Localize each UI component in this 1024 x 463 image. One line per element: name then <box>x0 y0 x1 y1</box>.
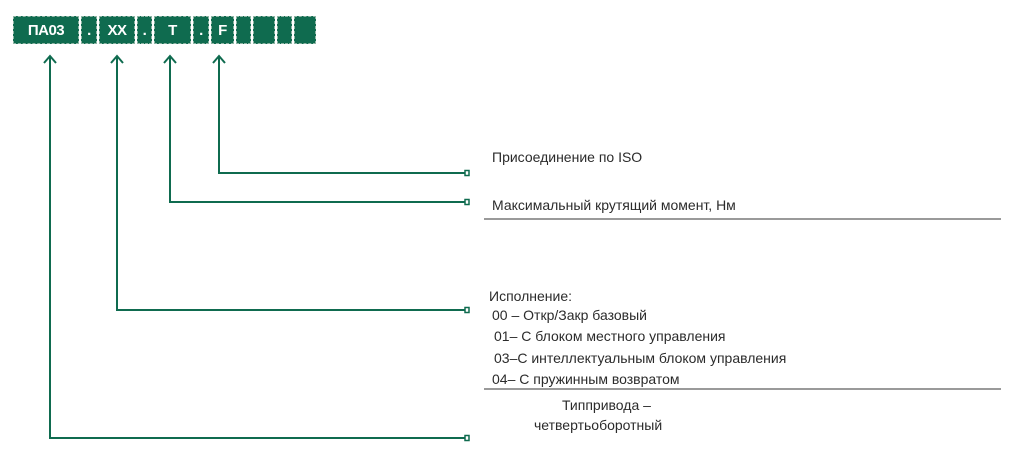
code-cell-empty <box>236 16 251 44</box>
code-cell-dot: . <box>137 16 152 44</box>
connector-type <box>43 54 470 442</box>
divider <box>484 218 1001 220</box>
code-cell-series: ПА03 <box>13 16 79 44</box>
label-version-01: 01– С блоком местного управления <box>494 328 726 344</box>
label-connection: Присоединение по ISO <box>492 149 643 165</box>
connector-torque <box>163 54 470 206</box>
code-cell-empty <box>277 16 292 44</box>
label-torque: Максимальный крутящий момент, Нм <box>492 197 736 213</box>
label-version-04: 04– С пружинным возвратом <box>492 371 680 387</box>
label-type-line2: четвертьоборотный <box>534 417 663 433</box>
model-code-bar: ПА03 . XX . T . F <box>13 16 316 44</box>
connector-flange <box>212 54 470 177</box>
label-version-title: Исполнение: <box>489 288 573 304</box>
code-cell-dot: . <box>81 16 97 44</box>
code-cell-version: XX <box>99 16 135 44</box>
label-type-line1: Типпривода – <box>562 397 651 413</box>
connector-version <box>110 54 470 314</box>
divider <box>484 388 1001 390</box>
label-version-00: 00 – Откр/Закр базовый <box>492 307 647 323</box>
label-version-03: 03–С интеллектуальным блоком управления <box>494 350 787 366</box>
code-cell-torque: T <box>154 16 191 44</box>
code-cell-dot: . <box>193 16 209 44</box>
code-cell-flange: F <box>211 16 234 44</box>
code-cell-empty <box>294 16 316 44</box>
code-cell-empty <box>253 16 275 44</box>
